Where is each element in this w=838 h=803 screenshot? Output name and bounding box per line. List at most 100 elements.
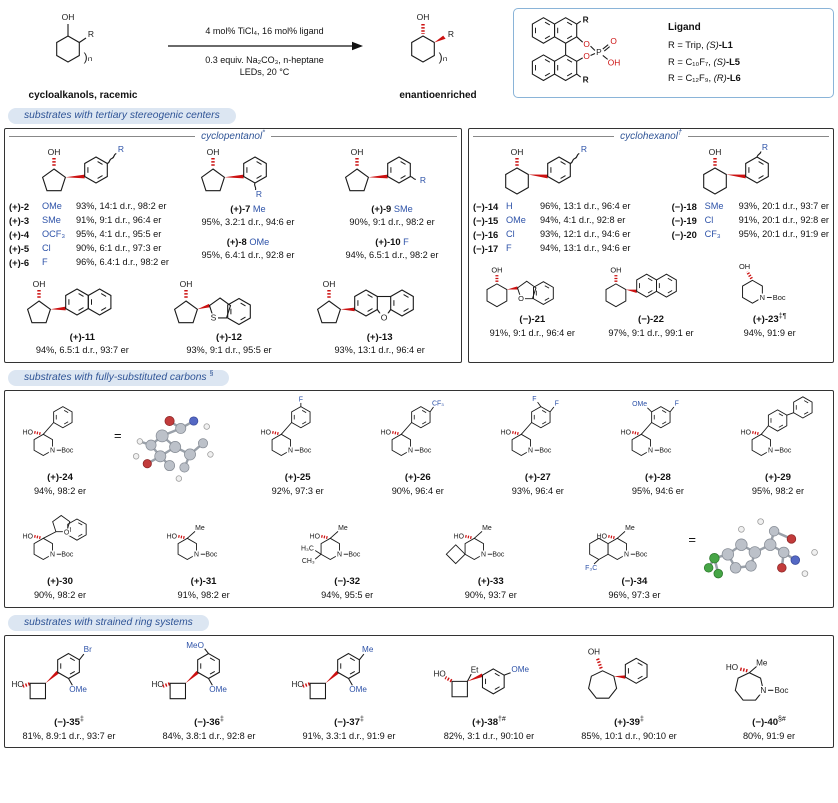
section-header-pill: substrates with tertiary stereogenic cen…	[8, 108, 236, 124]
xray-crystal-structure-34	[703, 518, 818, 579]
compound-id: (+)-12	[216, 331, 242, 343]
compound-cell-39: OH (+)-39‡ 85%, 10:1 d.r., 90:10 er	[569, 641, 689, 742]
n-label: N	[194, 552, 199, 559]
r-label: R	[448, 29, 454, 39]
structure-gem-dimethyl-piperidinol: HO Me H₃C CH₃ N Boc	[301, 525, 361, 565]
r-label: R	[583, 15, 589, 25]
structure-benzofuran-cyclohexanol: OH O	[486, 266, 555, 308]
compound-id: (+)-13	[366, 331, 393, 343]
boc-label: Boc	[539, 448, 551, 455]
compound-result: 82%, 3:1 d.r., 90:10 er	[443, 730, 535, 741]
n-label: N	[337, 552, 342, 559]
compound-cell-38: HO Et OMe (+)-38†# 82%, 3:1 d.r., 90:10 …	[429, 641, 549, 742]
structure-cyclobutanol-Me-OMe-aryl: HO Me OMe	[292, 645, 374, 699]
r-label: R	[581, 144, 587, 154]
oh-label: OH	[180, 279, 193, 289]
oh-label: OH	[48, 147, 61, 157]
ho-label: HO	[12, 680, 24, 689]
conditions-line-2: 0.3 equiv. Na₂CO₃, n-heptane	[205, 54, 324, 65]
compound-result: 95%, 4:1 d.r., 95:5 er	[76, 229, 162, 240]
compound-result: 96%, 6.4:1 d.r., 98:2 er	[76, 257, 169, 268]
compound-cell-36: HO MeO OMe (−)-36‡ 84%, 3.8:1 d.r., 92:8…	[149, 641, 269, 742]
ho-label: HO	[726, 662, 738, 671]
xray-crystal-structure-24	[132, 415, 214, 482]
n-label: N	[624, 552, 629, 559]
boc-label: Boc	[659, 448, 671, 455]
structure-difluorophenyl-piperidinol: HO F F N Boc	[500, 396, 559, 456]
n-label: N	[759, 293, 764, 302]
boc-label: Boc	[299, 448, 311, 455]
r-label: R	[88, 29, 94, 39]
ligand-entry: R = C₁₂F₉, (R)-L6	[668, 70, 741, 87]
o-label: O	[380, 312, 387, 322]
compound-result: 92%, 97:3 er	[271, 485, 324, 496]
oh-label: OH	[322, 279, 335, 289]
p-label: P	[596, 47, 602, 57]
structure-benzothiophene-cyclopentanol: OH S	[174, 279, 251, 325]
structure-3F-phenyl-piperidinol: HO F N Boc	[260, 396, 312, 456]
conditions-block: 4 mol% TiCl₄, 16 mol% ligand 0.3 equiv. …	[162, 3, 367, 79]
o-label: O	[64, 530, 70, 537]
br-label: Br	[84, 645, 92, 654]
n-label: N	[481, 552, 486, 559]
compound-result: 93%, 20:1 d.r., 93:7 er	[738, 201, 829, 211]
compound-result: 97%, 9:1 d.r., 99:1 er	[608, 328, 694, 339]
compound-cell-29: HO N Boc (+)-29 95%, 98:2 er	[727, 396, 829, 497]
compound-id: (−)-35‡	[54, 715, 84, 728]
ligand-title: Ligand	[668, 21, 701, 33]
ho-label: HO	[310, 534, 321, 541]
compound-result: 93%, 14:1 d.r., 98:2 er	[76, 201, 167, 211]
boc-label: Boc	[772, 293, 785, 302]
compound-result: 94%, 6.5:1 d.r., 93:7 er	[35, 345, 129, 356]
oh-label: OH	[207, 147, 220, 157]
oh-label: OH	[610, 266, 621, 275]
structure-cyclobutanol-Br-OMe-aryl: HO Br OMe	[12, 645, 92, 699]
structure-benzofuran-piperidinol: HO O N Boc	[23, 515, 87, 561]
compound-cell-25: HO F N Boc (+)-25 92%, 97:3 er	[247, 396, 349, 497]
structure-cycloalkanol-reactant: OH R )ₙ	[56, 12, 94, 64]
compound-id: (+)-24	[47, 471, 73, 483]
me-label: Me	[625, 525, 635, 532]
s-label: S	[211, 312, 217, 322]
boc-label: Boc	[61, 552, 73, 559]
ligand-entry: R = Trip, (S)-L1	[668, 37, 741, 54]
me-label: Me	[362, 645, 374, 654]
compound-id: (−)-36‡	[194, 715, 224, 728]
structure-cyclopentanol-ortho-aryl: OH R	[201, 147, 267, 199]
compound-id: (−)-32	[334, 576, 361, 588]
ligand-r-text: R = C₁₂F₉,	[668, 72, 712, 84]
structure-spiro-cyclobutane-piperidinol: HO Me N Boc	[445, 525, 505, 565]
ho-label: HO	[166, 534, 177, 541]
ho-label: HO	[152, 680, 164, 689]
f-label: F	[554, 400, 558, 407]
compound-cell-27: HO F F N Boc (+)-27 93%, 96:4 er	[487, 396, 589, 497]
compound-id: (+)-11	[69, 331, 95, 343]
o-label: O	[583, 39, 590, 49]
ho-label: HO	[380, 429, 391, 436]
equals-sign: =	[114, 428, 122, 444]
compound-id: (−)-21	[519, 314, 546, 326]
compound-cell-33: HO Me N Boc (+)-33 90%, 93:7 er	[440, 500, 542, 601]
ligand-name: -L5	[725, 55, 741, 67]
reaction-arrow	[167, 41, 363, 50]
compound-id: (+)-39‡	[614, 715, 644, 728]
ho-label: HO	[453, 534, 464, 541]
f-label: F	[675, 400, 679, 407]
stereo-descriptor: (S)	[706, 38, 719, 50]
compound-id: (−)-40§#	[752, 715, 786, 728]
compound-id: (+)-28	[644, 471, 671, 483]
compound-id: (+)-38†#	[472, 715, 506, 728]
compound-id: (+)-31	[190, 576, 217, 588]
compound-cell-13: OH O (+)-13 93%, 13:1 d.r., 96:4 er	[311, 275, 449, 357]
f-label: F	[532, 396, 536, 403]
compound-result: 93%, 96:4 er	[511, 485, 564, 496]
